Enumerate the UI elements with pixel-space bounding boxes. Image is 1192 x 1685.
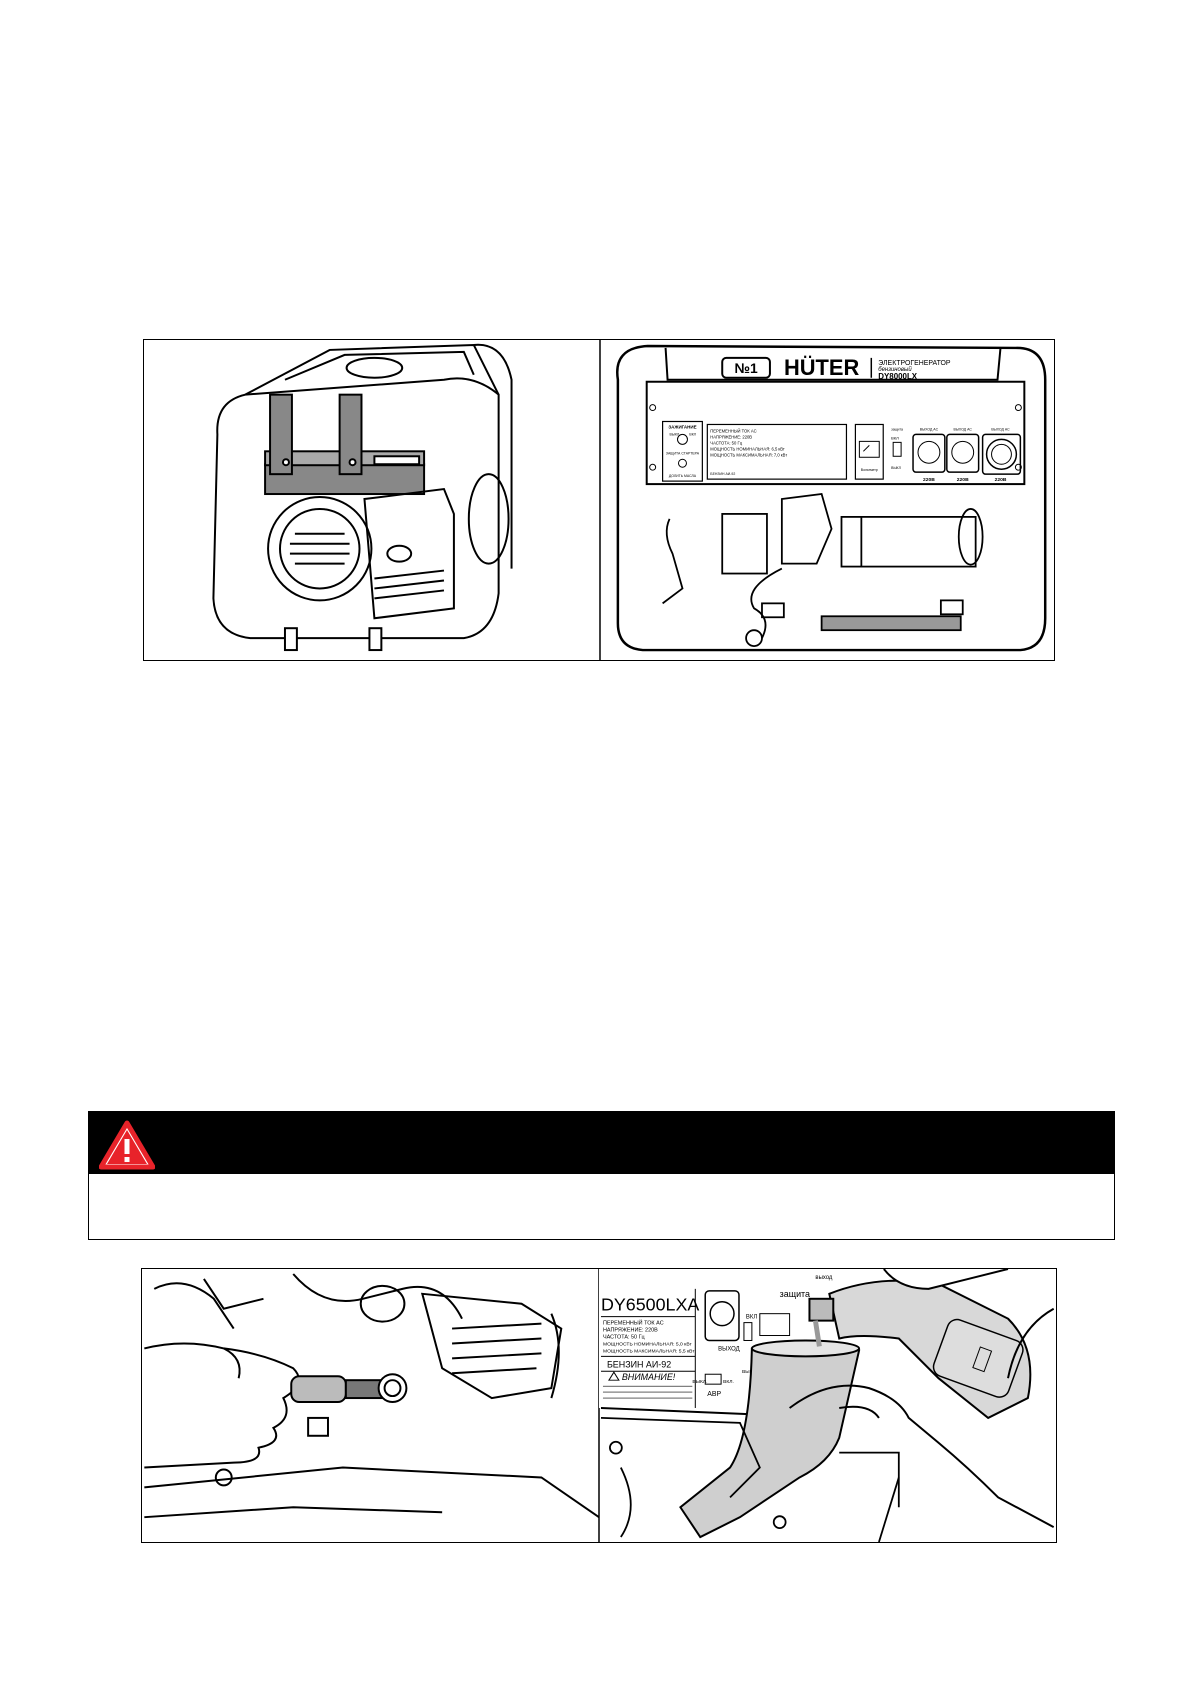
outlet-2-label: ВЫХОД AC (954, 427, 973, 431)
spec-line-5: МОЩНОСТЬ МАКСИМАЛЬНАЯ: 7,0 кВт (710, 452, 787, 457)
voltmeter-label: Вольтметр (861, 468, 878, 472)
protection-label: защита (891, 427, 903, 431)
warning-box (88, 1111, 1115, 1240)
outlet-3-label: ВЫХОД AC (991, 427, 1010, 431)
spec-line-4: МОЩНОСТЬ НОМИНАЛЬНАЯ: 6,5 кВт (710, 446, 785, 451)
oil-add-label: ДОЛИТЬ МАСЛА (669, 474, 697, 478)
outlet-3-voltage: 220В (995, 477, 1007, 483)
switch-off-label: ВЫКЛ (891, 466, 901, 470)
bottom-spec-2: НАПРЯЖЕНИЕ: 220В (603, 1328, 658, 1334)
outlet-1-label: ВЫХОД AC (920, 427, 939, 431)
bottom-on1-label: ВКЛ. (723, 1379, 734, 1385)
bottom-spec-3: ЧАСТОТА: 50 Гц (603, 1334, 645, 1340)
figure-generator-overview: №1 HÜTER ЭЛЕКТРОГЕНЕРАТОР бензиновый DY8… (143, 339, 1055, 661)
figure-oil-refill: DY6500LXA ПЕРЕМЕННЫЙ ТОК AC НАПРЯЖЕНИЕ: … (141, 1268, 1057, 1543)
bottom-out-label: ВЫХОД (718, 1346, 740, 1352)
badge-number: №1 (734, 360, 758, 376)
fuel-label: БЕНЗИН АИ-92 (710, 472, 735, 476)
spec-line-3: ЧАСТОТА: 50 Гц (710, 440, 742, 445)
ignition-on-label: ВКЛ (689, 432, 696, 436)
figure-generator-svg: №1 HÜTER ЭЛЕКТРОГЕНЕРАТОР бензиновый DY8… (212, 340, 1047, 660)
bottom-fuel-label: БЕНЗИН АИ-92 (607, 1359, 671, 1369)
bottom-warning-label: ВНИМАНИЕ! (622, 1372, 676, 1382)
spec-line-2: НАПРЯЖЕНИЕ: 220В (710, 434, 752, 439)
starter-protect-label: ЗАЩИТА СТАРТЕРА (666, 451, 700, 455)
bottom-protection-label: защита (780, 1289, 810, 1299)
figure-oil-refill-svg: DY6500LXA ПЕРЕМЕННЫЙ ТОК AC НАПРЯЖЕНИЕ: … (144, 1269, 1055, 1542)
ignition-title: ЗАЖИГАНИЕ (668, 424, 696, 429)
warning-header-bar (89, 1112, 1114, 1174)
model-line-1: ЭЛЕКТРОГЕНЕРАТОР (878, 360, 951, 367)
ignition-off-label: ВЫКЛ (670, 432, 680, 436)
brand-logo: HÜTER (784, 355, 860, 380)
drain-plug-removal-illustration (144, 1273, 600, 1519)
oil-pouring-illustration: DY6500LXA ПЕРЕМЕННЫЙ ТОК AC НАПРЯЖЕНИЕ: … (599, 1269, 1055, 1542)
bottom-model-code: DY6500LXA (601, 1295, 699, 1315)
outlet-1-voltage: 220В (923, 477, 935, 483)
outlet-2-voltage: 220В (957, 477, 969, 483)
generator-with-handle-illustration (212, 343, 513, 652)
bottom-abp-label: АВР (707, 1391, 721, 1398)
bottom-off2-label: ВЫКЛ (742, 1369, 756, 1375)
bottom-off1-label: ВЫКЛ. (692, 1379, 707, 1385)
bottom-on-label: ВКЛ (746, 1315, 757, 1321)
switch-on-label: ВКЛ (891, 435, 899, 440)
bottom-spec-4: МОЩНОСТЬ НОМИНАЛЬНАЯ: 5,0 кВт (603, 1341, 693, 1347)
model-line-2: бензиновый (878, 366, 912, 373)
model-code: DY8000LX (878, 372, 918, 381)
warning-triangle-icon (99, 1120, 155, 1170)
spec-line-1: ПЕРЕМЕННЫЙ ТОК AC (710, 428, 756, 433)
bottom-spec-5: МОЩНОСТЬ МАКСИМАЛЬНАЯ: 5,5 кВт (603, 1348, 695, 1354)
bottom-output-label: выход (815, 1275, 832, 1281)
bottom-spec-1: ПЕРЕМЕННЫЙ ТОК AC (603, 1319, 664, 1327)
generator-control-panel-illustration: №1 HÜTER ЭЛЕКТРОГЕНЕРАТОР бензиновый DY8… (616, 344, 1047, 652)
